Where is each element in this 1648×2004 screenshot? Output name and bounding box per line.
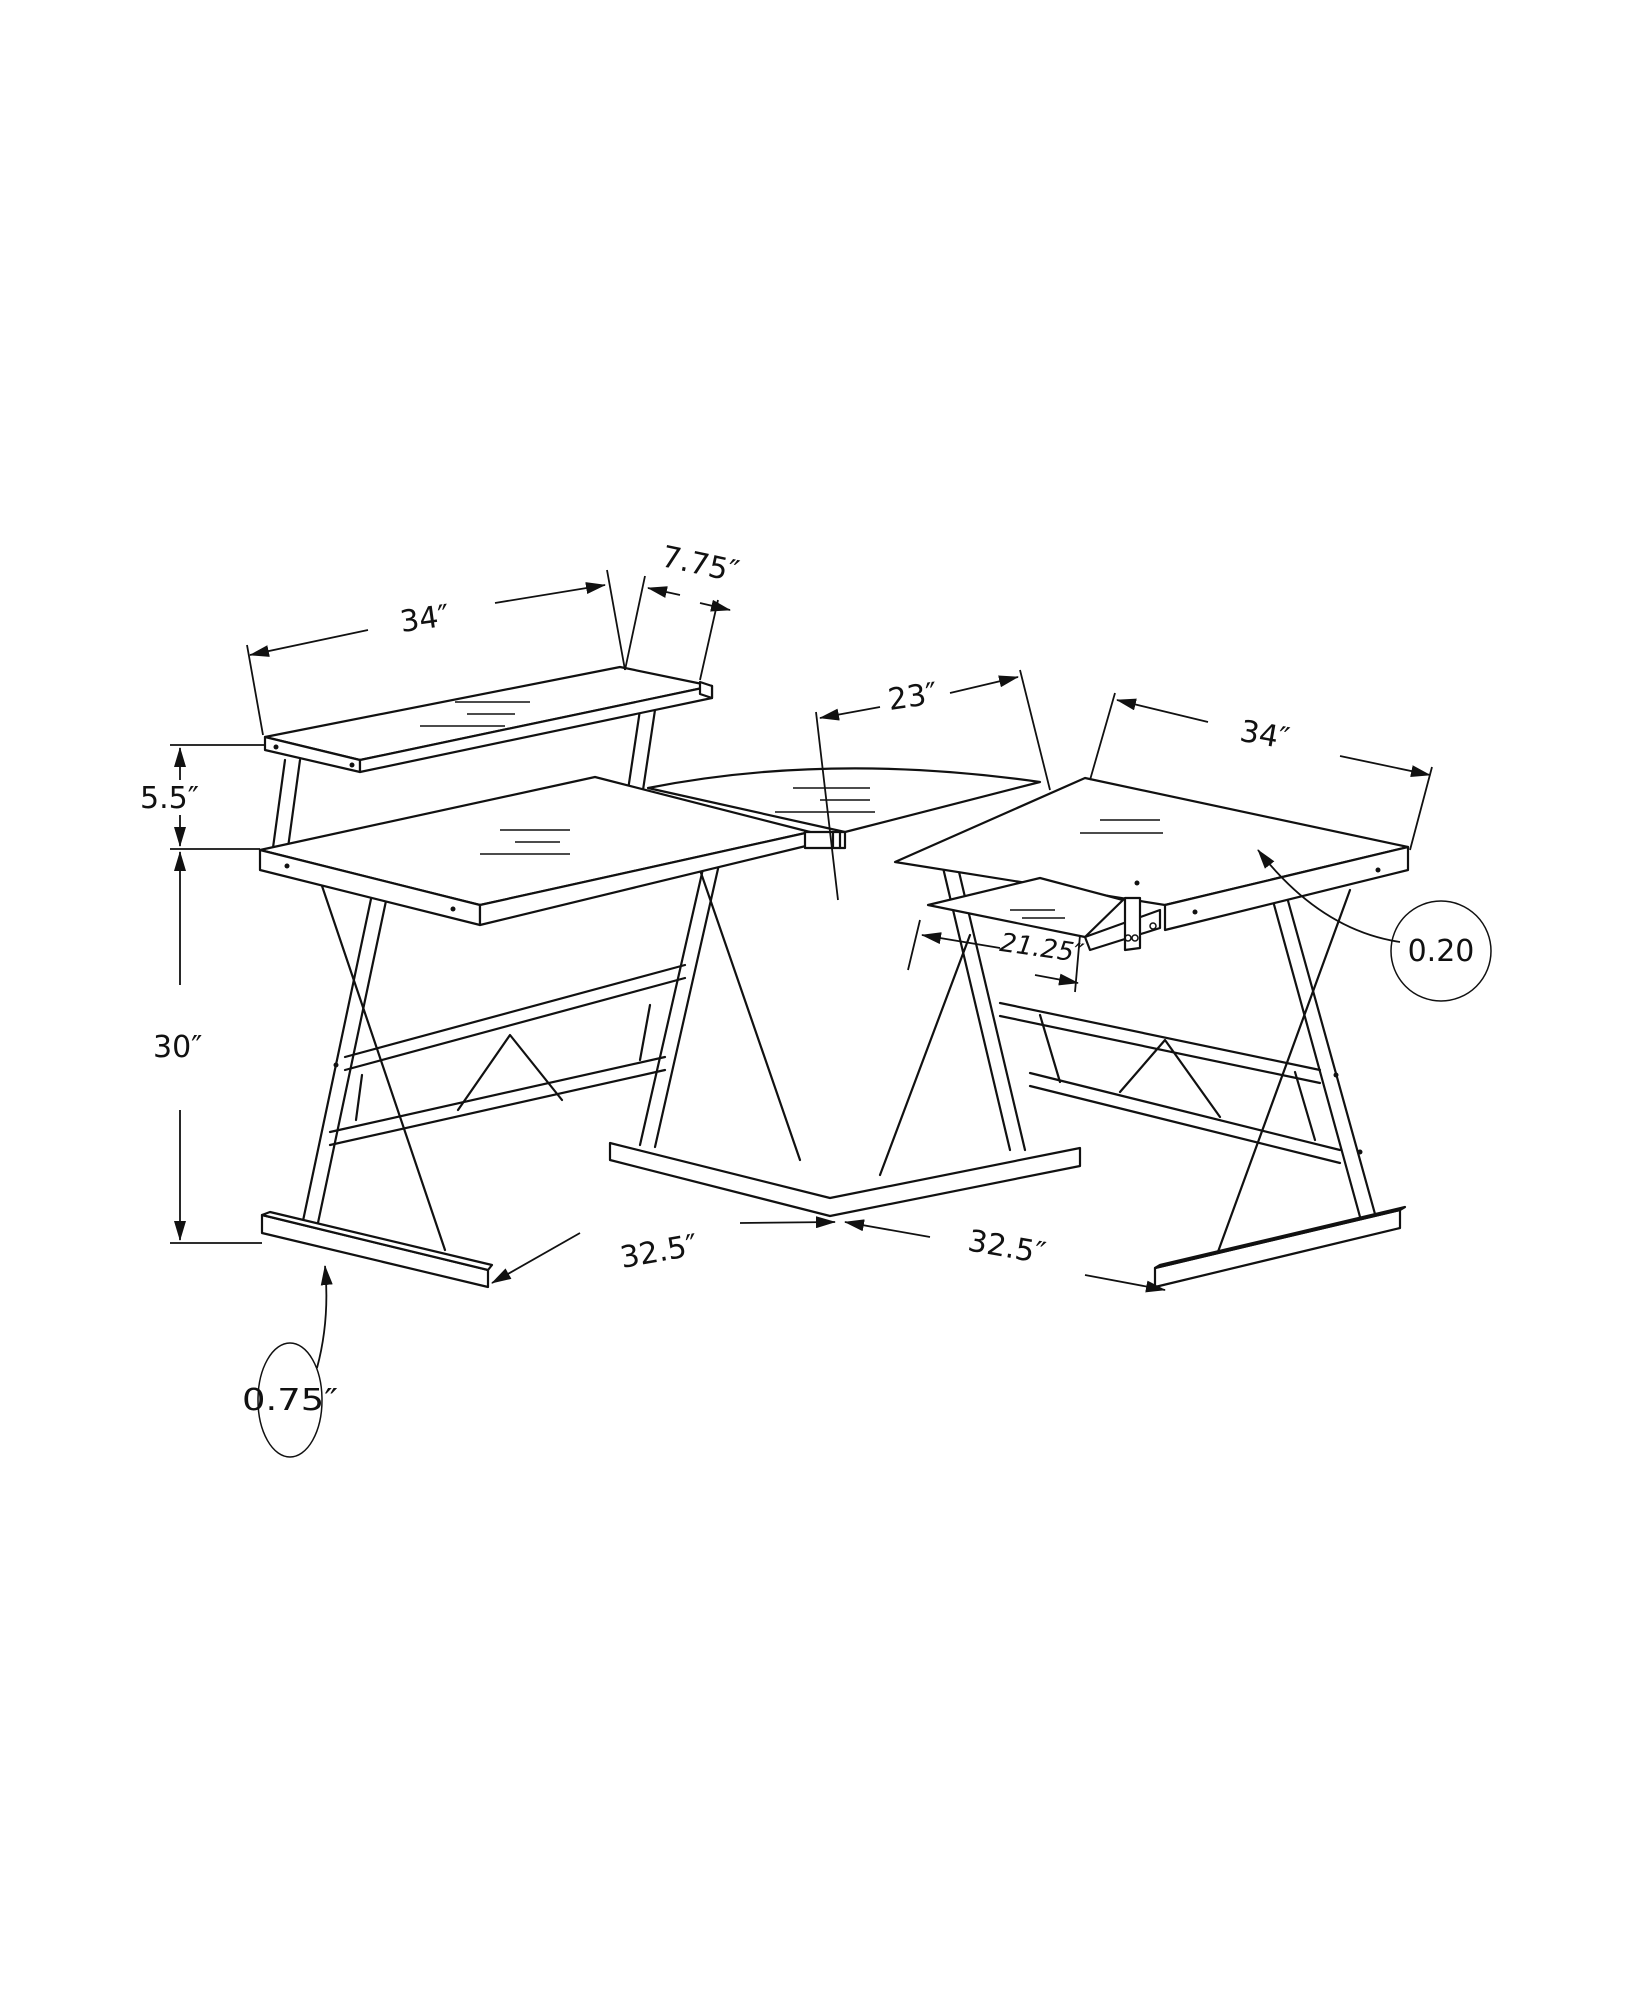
right-desk-width-label: 34″	[1237, 714, 1292, 757]
right-base-length-label: 32.5″	[965, 1224, 1048, 1272]
corner-desk-section	[646, 767, 1042, 850]
dimension-labels: 34″ 7.75″ 5.5″ 30″ 23″ 34″ 21.25″ 32.5″ …	[140, 540, 1292, 1276]
right-desk	[878, 776, 1410, 1289]
base-thickness-callout: 0.75″	[242, 1342, 338, 1458]
hutch-shelf	[263, 665, 714, 857]
left-desk	[258, 775, 1082, 1289]
shelf-height-label: 5.5″	[140, 781, 199, 816]
base-thickness-value: 0.75″	[242, 1383, 338, 1418]
corner-width-label: 23″	[886, 676, 940, 718]
shelf-depth-label: 7.75″	[658, 540, 742, 590]
dimension-lines	[170, 569, 1433, 1369]
top-thickness-value: 0.20	[1408, 934, 1475, 969]
left-base-length-label: 32.5″	[618, 1228, 701, 1276]
shelf-width-label: 34″	[398, 598, 452, 640]
desk-height-label: 30″	[153, 1030, 202, 1065]
top-thickness-callout: 0.20	[1390, 900, 1492, 1002]
